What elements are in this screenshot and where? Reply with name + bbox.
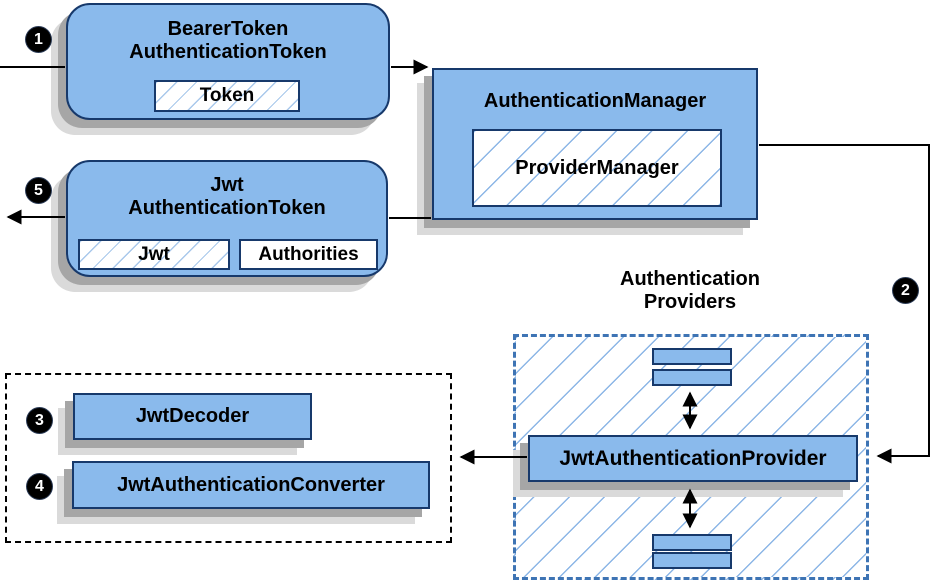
jwt-chip-label: Jwt [138,243,170,265]
step-3-number: 3 [35,411,44,429]
step-5-number: 5 [34,181,43,199]
other-provider-rect-bottom-1 [652,534,732,551]
jwt-token-title-line2: AuthenticationToken [128,197,326,219]
jwt-decoder-label: JwtDecoder [135,405,250,427]
authentication-manager-title: AuthenticationManager [483,90,707,112]
step-4-badge: 4 [27,474,52,499]
step-2-number: 2 [901,281,910,299]
provider-manager-chip-label: ProviderManager [515,156,679,179]
step-4-number: 4 [35,477,44,495]
jwt-authentication-token-node: Jwt AuthenticationToken Jwt Authorities [66,160,388,277]
jwt-components-group-box [5,373,452,543]
step-3-badge: 3 [27,408,52,433]
token-chip: Token [154,80,300,112]
jwt-authentication-converter-label: JwtAuthenticationConverter [117,473,385,496]
other-provider-rect-top-1 [652,348,732,365]
bearer-token-authentication-token-node: BearerToken AuthenticationToken Token [66,3,390,120]
authorities-chip-label: Authorities [258,243,359,265]
other-provider-rect-top-2 [652,369,732,386]
jwt-token-title-line1: Jwt [210,174,244,196]
step-5-badge: 5 [26,178,51,203]
provider-manager-chip: ProviderManager [472,129,722,207]
authentication-providers-label-line2: Providers [643,291,737,313]
token-chip-label: Token [199,85,255,106]
step-1-number: 1 [34,30,43,48]
bearer-token-title-line1: BearerToken [167,18,289,40]
other-provider-rect-bottom-2 [652,552,732,569]
authentication-providers-label-line1: Authentication [620,268,760,290]
bearer-token-title-line2: AuthenticationToken [129,41,327,63]
authorities-chip: Authorities [239,239,378,270]
step-2-badge: 2 [893,278,918,303]
jwt-chip: Jwt [78,239,230,270]
authentication-providers-label: Authentication Providers [565,268,815,314]
jwt-authentication-converter-node: JwtAuthenticationConverter [72,461,430,509]
jwt-decoder-node: JwtDecoder [73,393,312,440]
jwt-authentication-provider-node: JwtAuthenticationProvider [528,435,858,482]
step-1-badge: 1 [26,27,51,52]
jwt-authentication-provider-label: JwtAuthenticationProvider [559,446,827,470]
authentication-manager-node: AuthenticationManager ProviderManager [432,68,758,220]
